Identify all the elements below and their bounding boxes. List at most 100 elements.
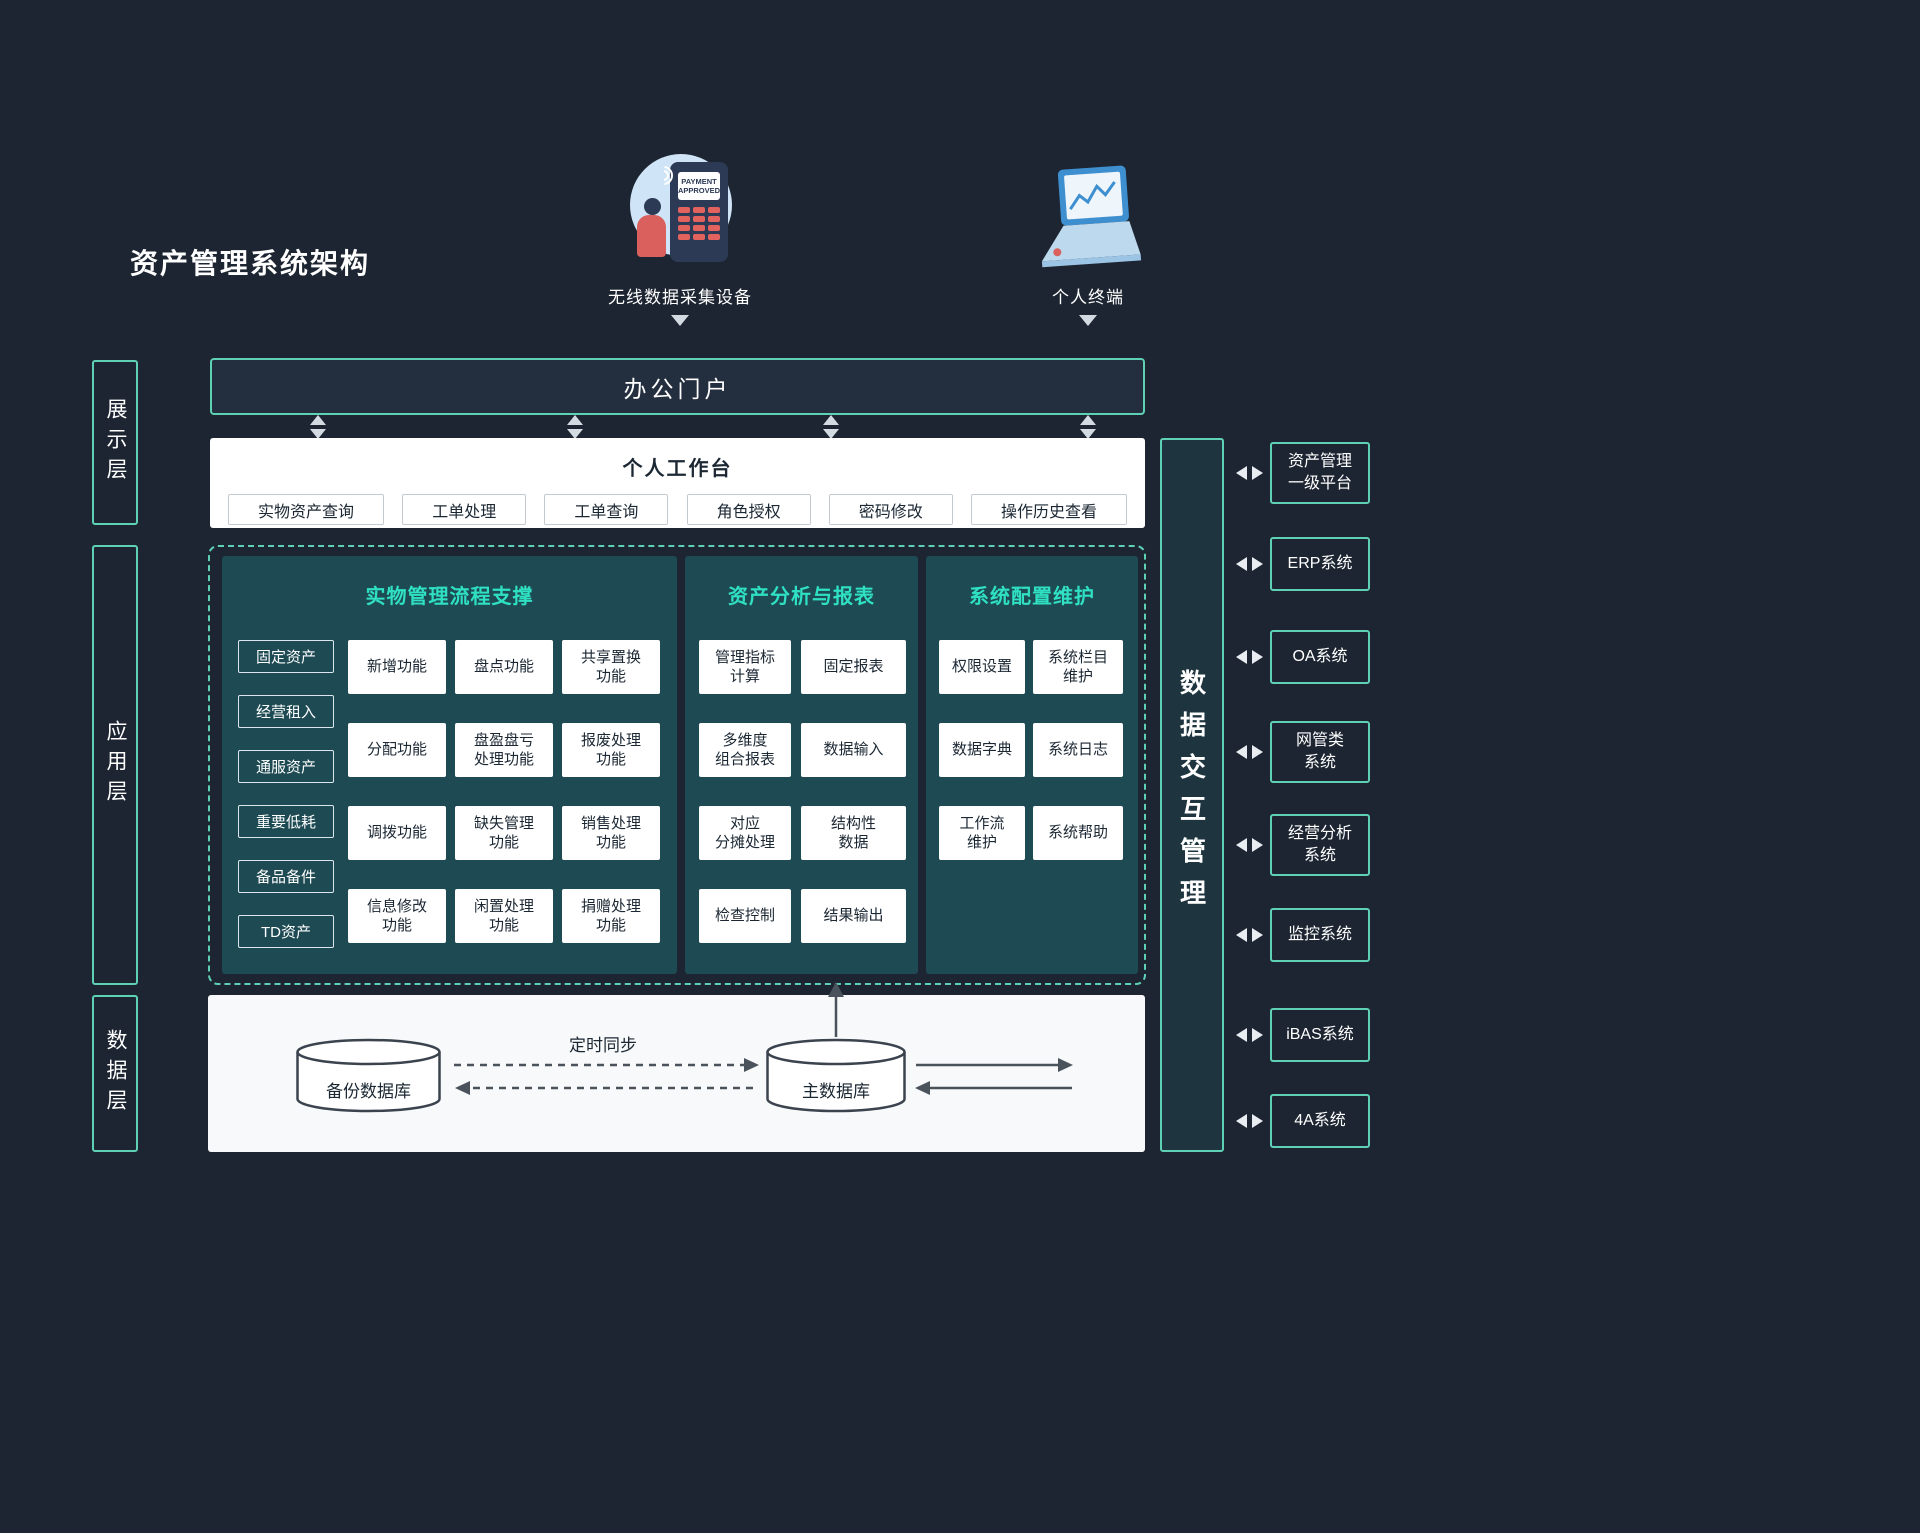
left-right-arrow-icon: [1236, 1114, 1263, 1128]
database-cylinder-icon: [296, 1038, 441, 1113]
person-body: [637, 215, 666, 257]
sync-label: 定时同步: [569, 1036, 637, 1055]
personal-workbench-panel: 个人工作台 实物资产查询 工单处理 工单查询 角色授权 密码修改 操作历史查看: [210, 438, 1145, 528]
data-layer-panel: 定时同步 备份数据库 主数据库: [208, 982, 1145, 1152]
up-down-arrow-icon: [567, 415, 583, 439]
function-item: 销售处理 功能: [562, 806, 660, 860]
function-item: 共享置换 功能: [562, 640, 660, 694]
function-item: 盘盈盘亏 处理功能: [455, 723, 553, 777]
device-label: 个人终端: [1052, 288, 1124, 307]
terminal-keypad: [678, 207, 720, 240]
asset-category: 经营租入: [238, 695, 334, 728]
data-interaction-panel: 数据交互管理: [1160, 438, 1224, 1152]
payment-terminal-icon-slot: PAYMENT APPROVED: [614, 148, 746, 274]
database-cylinder-icon: [766, 1038, 906, 1113]
function-item: 新增功能: [348, 640, 446, 694]
backup-database-cylinder: 备份数据库: [295, 1037, 442, 1115]
down-arrow-icon: [1079, 315, 1097, 326]
function-item: 报废处理 功能: [562, 723, 660, 777]
function-grid: 管理指标 计算 固定报表 多维度 组合报表 数据输入 对应 分摊处理 结构性 数…: [699, 640, 906, 943]
workbench-button-row: 实物资产查询 工单处理 工单查询 角色授权 密码修改 操作历史查看: [210, 494, 1145, 525]
person-head: [644, 198, 661, 215]
function-grid: 新增功能 盘点功能 共享置换 功能 分配功能 盘盈盘亏 处理功能 报废处理 功能…: [348, 640, 660, 943]
wireless-collector-device: PAYMENT APPROVED 无线数据采集设备: [555, 148, 805, 326]
function-item: 系统栏目 维护: [1033, 640, 1123, 694]
function-item: 数据字典: [939, 723, 1025, 777]
laptop-icon-slot: [1021, 148, 1156, 274]
workbench-title: 个人工作台: [622, 458, 733, 480]
workbench-item-role-auth: 角色授权: [686, 494, 811, 525]
function-item: 缺失管理 功能: [455, 806, 553, 860]
payment-terminal-icon: PAYMENT APPROVED: [614, 152, 746, 274]
external-system-ibas: iBAS系统: [1270, 1008, 1370, 1062]
external-system-monitoring: 监控系统: [1270, 908, 1370, 962]
function-item: 信息修改 功能: [348, 889, 446, 943]
column-title: 系统配置维护: [969, 586, 1095, 608]
up-down-arrow-icon: [1080, 415, 1096, 439]
function-item: 权限设置: [939, 640, 1025, 694]
function-item: 闲置处理 功能: [455, 889, 553, 943]
left-right-arrow-icon: [1236, 745, 1263, 759]
layer-box-application: 应用层: [92, 545, 138, 985]
function-item: 系统帮助: [1033, 806, 1123, 860]
app-column-system-config: 系统配置维护 权限设置 系统栏目 维护 数据字典 系统日志 工作流 维护 系统帮…: [926, 556, 1138, 974]
function-item: 调拨功能: [348, 806, 446, 860]
app-column-physical-management: 实物管理流程支撑 固定资产 经营租入 通服资产 重要低耗 备品备件 TD资产 新…: [222, 556, 677, 974]
external-system-erp: ERP系统: [1270, 537, 1370, 591]
office-portal-box: 办公门户: [210, 358, 1145, 415]
laptop-icon: [1041, 165, 1141, 268]
layer-label: 数据层: [104, 1028, 127, 1119]
workbench-item-workorder-query: 工单查询: [544, 494, 669, 525]
data-interaction-title: 数据交互管理: [1176, 669, 1207, 921]
personal-terminal-device: 个人终端: [968, 148, 1208, 326]
main-database-cylinder: 主数据库: [765, 1037, 907, 1115]
function-item: 管理指标 计算: [699, 640, 791, 694]
function-item: 结构性 数据: [801, 806, 906, 860]
terminal-screen-line2: APPROVED: [677, 186, 721, 195]
layer-label: 应用层: [104, 720, 127, 810]
external-system-asset-platform: 资产管理 一级平台: [1270, 442, 1370, 504]
workbench-item-history-view: 操作历史查看: [970, 494, 1127, 525]
function-item: 结果输出: [801, 889, 906, 943]
external-system-oa: OA系统: [1270, 630, 1370, 684]
external-system-4a: 4A系统: [1270, 1094, 1370, 1148]
left-right-arrow-icon: [1236, 650, 1263, 664]
function-item: 盘点功能: [455, 640, 553, 694]
column-title: 实物管理流程支撑: [365, 586, 534, 608]
database-label: 备份数据库: [326, 1082, 411, 1101]
left-right-arrow-icon: [1236, 838, 1263, 852]
external-system-network-mgmt: 网管类 系统: [1270, 721, 1370, 783]
asset-category: 通服资产: [238, 750, 334, 783]
left-right-arrow-icon: [1236, 1028, 1263, 1042]
left-right-arrow-icon: [1236, 557, 1263, 571]
external-system-business-analysis: 经营分析 系统: [1270, 814, 1370, 876]
application-layer-container: 实物管理流程支撑 固定资产 经营租入 通服资产 重要低耗 备品备件 TD资产 新…: [208, 545, 1146, 985]
function-item: 多维度 组合报表: [699, 723, 791, 777]
asset-category: 备品备件: [238, 860, 334, 893]
left-right-arrow-icon: [1236, 928, 1263, 942]
workbench-item-asset-query: 实物资产查询: [228, 494, 385, 525]
terminal-screen-line1: PAYMENT: [681, 176, 717, 186]
asset-category-list: 固定资产 经营租入 通服资产 重要低耗 备品备件 TD资产: [238, 640, 334, 948]
asset-category: 固定资产: [238, 640, 334, 673]
asset-category: 重要低耗: [238, 805, 334, 838]
workbench-item-workorder-process: 工单处理: [402, 494, 527, 525]
layer-box-display: 展示层: [92, 360, 138, 525]
page-title: 资产管理系统架构: [130, 248, 371, 279]
function-item: 检查控制: [699, 889, 791, 943]
function-item: 工作流 维护: [939, 806, 1025, 860]
function-item: 分配功能: [348, 723, 446, 777]
function-item: 数据输入: [801, 723, 906, 777]
function-item: 捐赠处理 功能: [562, 889, 660, 943]
function-item: 固定报表: [801, 640, 906, 694]
asset-category: TD资产: [238, 915, 334, 948]
device-label: 无线数据采集设备: [608, 288, 752, 307]
function-item: 系统日志: [1033, 723, 1123, 777]
down-arrow-icon: [671, 315, 689, 326]
up-down-arrow-icon: [310, 415, 326, 439]
app-column-analysis-reports: 资产分析与报表 管理指标 计算 固定报表 多维度 组合报表 数据输入 对应 分摊…: [685, 556, 918, 974]
left-right-arrow-icon: [1236, 466, 1263, 480]
layer-box-data: 数据层: [92, 995, 138, 1152]
function-item: 对应 分摊处理: [699, 806, 791, 860]
